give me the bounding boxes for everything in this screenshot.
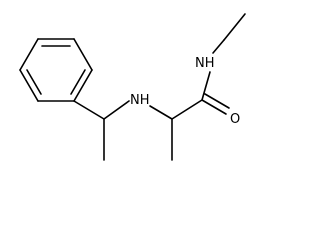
bond-amine-n-benzylic-c (103, 100, 130, 120)
ring-bond-2 (19, 69, 39, 102)
ring-bond-6 (73, 69, 93, 102)
bond-alpha-amine-n (149, 105, 173, 120)
amide-nh-label: NH (195, 56, 215, 71)
ring-bond-5 (73, 38, 93, 71)
bond-carbonyl-alpha-c (171, 99, 203, 120)
bond-carbonyl-double-1 (201, 99, 227, 115)
atom-labels: NH NH O (130, 56, 240, 127)
amine-nh-label: NH (130, 93, 150, 108)
ring-inner-double-3 (70, 69, 86, 95)
bond-ethyl-ch2-n (212, 39, 225, 54)
bond-amide-n-carbonyl-c (201, 71, 211, 101)
bond-ethyl-ch3-ch2 (223, 13, 246, 41)
bonds (19, 13, 246, 161)
bond-carbonyl-double-2 (204, 93, 230, 109)
carbonyl-o-label: O (230, 112, 240, 127)
ring-inner-double-1 (26, 69, 42, 95)
molecule-structure: NH NH O (19, 13, 246, 161)
ring-bond-3 (19, 38, 39, 71)
bond-benzylic-ring (73, 100, 105, 120)
